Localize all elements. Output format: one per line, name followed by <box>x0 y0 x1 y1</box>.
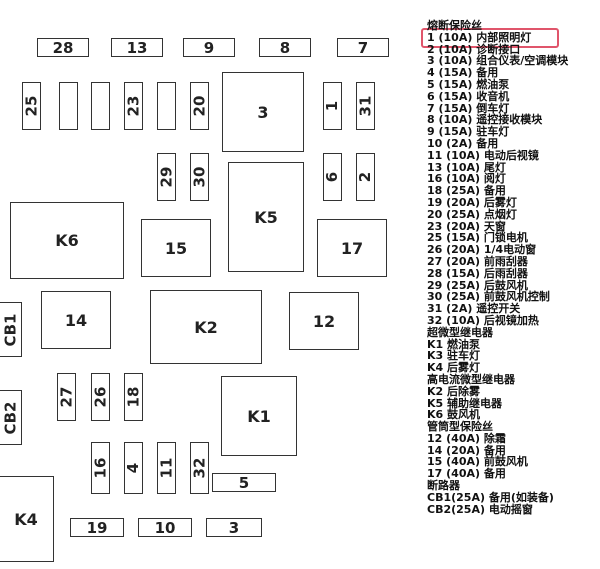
fuse-11: 11 <box>157 442 176 494</box>
breaker-cb1: CB1 <box>0 302 22 357</box>
legend: 熔断保险丝 1 (10A) 内部照明灯 2 (10A) 诊断接口 3 (10A)… <box>427 20 597 565</box>
legend-row: 6 (15A) 收音机 <box>427 89 510 103</box>
legend-row: 1 (10A) 内部照明灯 <box>427 30 532 44</box>
fuse-rows: 1 (10A) 内部照明灯 2 (10A) 诊断接口 3 (10A) 组合仪表/… <box>427 30 597 327</box>
legend-row: K6 鼓风机 <box>427 408 481 422</box>
breaker-cb2: CB2 <box>0 390 22 445</box>
legend-row: K2 后除雾 <box>427 384 481 398</box>
fuse-30: 30 <box>190 153 209 201</box>
legend-row: 17 (40A) 备用 <box>427 467 506 481</box>
legend-row: CB1(25A) 备用(如装备) <box>427 490 554 504</box>
legend-row: 23 (20A) 天窗 <box>427 219 506 233</box>
fuse-32: 32 <box>190 442 209 494</box>
legend-row: 31 (2A) 遥控开关 <box>427 302 521 316</box>
relay-k4: K4 <box>0 476 54 562</box>
legend-row: 32 (10A) 后视镜加热 <box>427 313 539 327</box>
relay-3: 3 <box>222 72 304 152</box>
fuse-16: 16 <box>91 442 110 494</box>
fuse-7: 7 <box>337 38 389 57</box>
fuse-blank <box>91 82 110 130</box>
legend-row: K5 辅助继电器 <box>427 396 503 410</box>
fuse-29: 29 <box>157 153 176 201</box>
fuse-23: 23 <box>124 82 143 130</box>
fuse-2: 2 <box>356 153 375 201</box>
legend-row: 18 (25A) 备用 <box>427 184 506 198</box>
fuse-27: 27 <box>57 373 76 421</box>
legend-row: 10 (2A) 备用 <box>427 136 499 150</box>
fuse-4: 4 <box>124 442 143 494</box>
legend-row: 12 (40A) 除霜 <box>427 431 506 445</box>
legend-row: 9 (15A) 驻车灯 <box>427 125 510 139</box>
legend-row: CB2(25A) 电动摇窗 <box>427 502 533 516</box>
fuse-20: 20 <box>190 82 209 130</box>
fuse-5: 5 <box>212 473 276 492</box>
fuse-25: 25 <box>22 82 41 130</box>
fuse-blank <box>59 82 78 130</box>
legend-row: 8 (10A) 遥控接收模块 <box>427 113 543 127</box>
fuse-14: 14 <box>41 291 111 349</box>
fuse-6: 6 <box>323 153 342 201</box>
relay-k6: K6 <box>10 202 124 279</box>
legend-row: 16 (10A) 阅灯 <box>427 172 506 186</box>
fuse-box-diagram: 28 13 9 8 7 25 23 20 3 1 31 29 30 6 2 K5… <box>0 38 389 562</box>
fuse-28: 28 <box>37 38 89 57</box>
legend-title: 熔断保险丝 <box>427 19 482 32</box>
fuse-26: 26 <box>91 373 110 421</box>
fuse-12: 12 <box>289 292 359 350</box>
fuse-9: 9 <box>183 38 235 57</box>
relay-k5: K5 <box>228 162 304 272</box>
legend-row: 19 (20A) 后雾灯 <box>427 195 517 209</box>
fuse-31: 31 <box>356 82 375 130</box>
legend-row: 7 (15A) 倒车灯 <box>427 101 510 115</box>
legend-row: 29 (25A) 后鼓风机 <box>427 278 528 292</box>
legend-row: 14 (20A) 备用 <box>427 443 506 457</box>
legend-row: K4 后雾灯 <box>427 361 481 375</box>
legend-row: 28 (15A) 后雨刮器 <box>427 266 528 280</box>
fuse-19: 19 <box>70 518 124 537</box>
legend-row: K1 燃油泵 <box>427 337 481 351</box>
legend-row: 2 (10A) 诊断接口 <box>427 42 521 56</box>
fuse-17: 17 <box>317 219 387 277</box>
fuse-blank <box>157 82 176 130</box>
legend-highlight-box <box>421 28 559 48</box>
legend-row: 25 (15A) 门锁电机 <box>427 231 528 245</box>
micro-relay-title: 超微型继电器 <box>427 325 493 339</box>
legend-row: 11 (10A) 电动后视镜 <box>427 148 539 162</box>
fuse-3-bottom: 3 <box>206 518 262 537</box>
relay-k1: K1 <box>221 376 297 456</box>
legend-row: 30 (25A) 前鼓风机控制 <box>427 290 550 304</box>
fuse-13: 13 <box>111 38 163 57</box>
legend-row: 26 (20A) 1/4电动窗 <box>427 243 537 257</box>
fuse-10: 10 <box>138 518 192 537</box>
legend-row: 5 (15A) 燃油泵 <box>427 77 510 91</box>
fuse-15: 15 <box>141 219 211 277</box>
legend-row: 4 (15A) 备用 <box>427 66 499 80</box>
cartridge-title: 管筒型保险丝 <box>427 420 493 434</box>
legend-row: K3 驻车灯 <box>427 349 481 363</box>
fuse-18: 18 <box>124 373 143 421</box>
legend-row: 20 (25A) 点烟灯 <box>427 207 517 221</box>
hc-relay-title: 高电流微型继电器 <box>427 372 515 386</box>
fuse-1: 1 <box>323 82 342 130</box>
legend-row: 27 (20A) 前雨刮器 <box>427 254 528 268</box>
relay-k2: K2 <box>150 290 262 364</box>
breaker-title: 断路器 <box>427 479 460 493</box>
legend-row: 3 (10A) 组合仪表/空调模块 <box>427 54 569 68</box>
legend-row: 15 (40A) 前鼓风机 <box>427 455 528 469</box>
fuse-8: 8 <box>259 38 311 57</box>
legend-row: 13 (10A) 尾灯 <box>427 160 506 174</box>
